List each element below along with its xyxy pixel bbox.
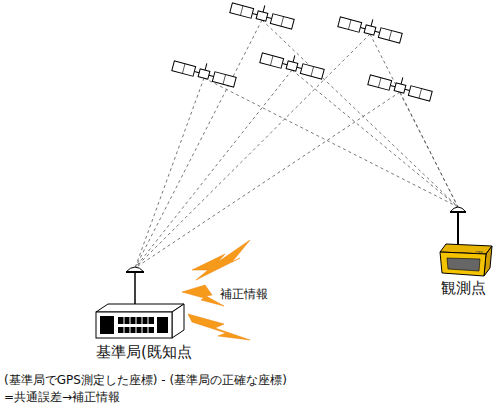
node-label: 基準局(既知点 [96,343,192,362]
drawing-part [142,317,143,333]
drawing-part [172,304,184,338]
correction-info-label: 補正情報 [220,286,268,303]
node-label: 観測点 [441,279,486,298]
drawing-part [96,312,172,338]
device-brand: GPS [475,250,483,255]
drawing-part [134,272,136,306]
drawing-part [172,55,238,87]
formula-line: (基準局でGPS測定した座標) - (基準局の正確な座標) [4,372,287,389]
drawing-part [96,304,184,312]
drawing-part [130,317,131,333]
drawing-part [188,314,250,340]
drawing-part [135,34,370,268]
observation-node: 観測点 [441,279,486,298]
drawing-part [292,70,458,207]
signal-lines [135,20,458,268]
drawing-part [262,20,458,207]
drawing-part [124,317,125,333]
drawing-part [447,258,480,271]
formula-line: =共通誤差→補正情報 [4,389,120,406]
base-station [96,267,184,338]
drawing-part [100,316,114,334]
drawing-part [182,285,224,306]
drawing-part [126,267,144,272]
drawing-part [135,78,204,268]
drawing-part [400,92,458,207]
gps-receiver [440,207,492,276]
drawing-part [457,212,459,244]
drawing-part [148,317,149,333]
drawing-part [192,240,250,280]
drawing-part [135,20,262,268]
drawing-part [450,207,466,212]
drawing-part [368,69,434,101]
drawing-part [157,317,168,333]
drawing-part [135,92,400,268]
drawing-part [260,47,326,79]
base-station-node: 基準局(既知点 [96,343,192,362]
drawing-part [124,317,148,333]
drawing-part [135,70,292,268]
drawing-part [370,34,458,207]
drawing-part [338,11,404,43]
satellites [172,0,434,101]
drawing-part [136,317,137,333]
drawing-part [440,252,486,276]
drawing-part [230,0,296,29]
